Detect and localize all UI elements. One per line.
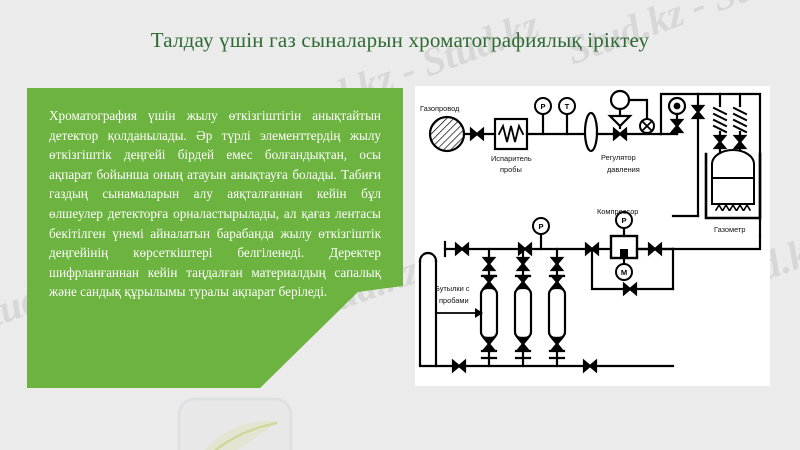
gasometer-label: Газометр bbox=[714, 225, 745, 234]
bottle-2-bottom-valve-icon bbox=[516, 336, 530, 352]
gasometer-inlet-valve-icon bbox=[691, 104, 705, 120]
regulator-actuator-symbol bbox=[607, 114, 633, 128]
diagram-panel: Газопровод Испаритель пробы P T bbox=[415, 86, 770, 386]
pressure-gauge-1-tag: P bbox=[540, 102, 545, 111]
bottle-1-top-valve-2-icon bbox=[482, 274, 496, 290]
header-valve-icon bbox=[517, 242, 533, 256]
text-panel-body: Хроматография үшін жылу өткізгіштігін ан… bbox=[49, 108, 381, 300]
bottle-3-bottom-valve-icon bbox=[550, 336, 564, 352]
valve-icon bbox=[469, 127, 485, 141]
pressure-gauge-2-symbol bbox=[532, 217, 550, 235]
gasometer-valve-left-icon bbox=[713, 134, 727, 150]
sample-bottle-1-symbol bbox=[479, 286, 499, 340]
gasometer-coil-left bbox=[712, 106, 728, 134]
sample-bottles-label-line1: Бутылки с bbox=[435, 284, 470, 293]
bottle-2-top-valve-2-icon bbox=[516, 274, 530, 290]
sample-evaporator-label-line2: пробы bbox=[500, 165, 522, 174]
bottle-3-top-valve-2-icon bbox=[550, 274, 564, 290]
sample-evaporator-symbol bbox=[493, 117, 529, 151]
pressure-gauge-2-tag: P bbox=[538, 222, 543, 231]
motor-symbol bbox=[615, 263, 633, 281]
pressure-gauge-1-symbol bbox=[534, 97, 552, 115]
watermark-logo-icon bbox=[177, 397, 293, 450]
temperature-gauge-symbol bbox=[558, 97, 576, 115]
text-panel: Хроматография үшін жылу өткізгіштігін ан… bbox=[27, 88, 403, 388]
bottle-2-top-valve-icon bbox=[516, 256, 530, 272]
compressor-label: Компрессор bbox=[597, 207, 638, 216]
temperature-gauge-tag: T bbox=[565, 102, 570, 111]
filter-vessel-symbol bbox=[583, 111, 599, 153]
slide-title: Талдау үшін газ сыналарын хроматографиял… bbox=[150, 28, 650, 52]
regulator-diaphragm-symbol bbox=[609, 89, 631, 111]
pressure-gauge-3-symbol bbox=[615, 211, 633, 229]
gasometer-valve-right-icon bbox=[733, 134, 747, 150]
gasometer-coil-right bbox=[732, 106, 748, 134]
sample-bottle-3-symbol bbox=[547, 286, 567, 340]
lower-inlet-valve-icon bbox=[454, 242, 470, 256]
motor-tag: M bbox=[621, 268, 627, 277]
gasometer-tank-symbol bbox=[704, 152, 762, 220]
pressure-regulator-label-line1: Регулятор bbox=[601, 153, 636, 162]
drain-valve-left-icon bbox=[451, 359, 467, 373]
gas-pipeline-label: Газопровод bbox=[420, 104, 460, 113]
pressure-gauge-3-tag: P bbox=[621, 216, 626, 225]
regulator-valve-icon bbox=[612, 127, 628, 141]
sample-bottle-2-symbol bbox=[513, 286, 533, 340]
sample-bottles-label-line2: пробами bbox=[439, 296, 469, 305]
bottle-1-top-valve-icon bbox=[482, 256, 496, 272]
bottle-3-top-valve-icon bbox=[550, 256, 564, 272]
riser-valve-icon bbox=[670, 118, 684, 134]
compressor-outlet-valve-icon bbox=[647, 242, 663, 256]
pressure-regulator-label-line2: давления bbox=[607, 165, 640, 174]
gasometer-bell-symbol bbox=[711, 149, 755, 179]
process-flow-diagram: Газопровод Испаритель пробы P T bbox=[418, 89, 762, 373]
bottle-1-bottom-valve-icon bbox=[482, 336, 496, 352]
sample-bottles-arrow-icon bbox=[475, 308, 483, 318]
gas-pipeline-symbol bbox=[428, 115, 466, 153]
sample-evaporator-label-line1: Испаритель bbox=[491, 154, 532, 163]
drain-valve-right-icon bbox=[582, 359, 598, 373]
recycle-valve-icon bbox=[622, 282, 638, 296]
gasometer-liquid-icon bbox=[714, 203, 752, 212]
